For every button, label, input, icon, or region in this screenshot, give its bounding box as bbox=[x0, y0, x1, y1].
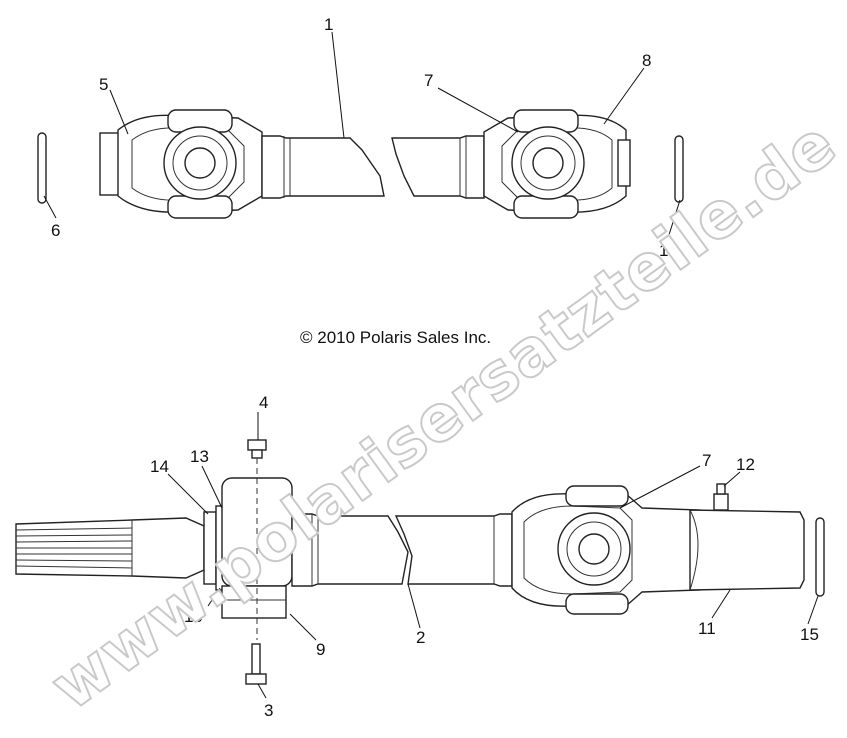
callout-2: 2 bbox=[416, 628, 425, 647]
callout-12: 12 bbox=[736, 455, 755, 474]
callout-4: 4 bbox=[259, 393, 268, 412]
shaft-tube-1 bbox=[261, 135, 485, 199]
u-joint-cross-left bbox=[163, 126, 237, 200]
yoke-8 bbox=[483, 109, 631, 219]
callout-5: 5 bbox=[99, 75, 108, 94]
shaft-tube-2 bbox=[291, 513, 513, 587]
callout-7-top: 7 bbox=[424, 71, 433, 90]
u-joint-cross-right bbox=[511, 126, 585, 200]
snap-ring-15-bottom bbox=[815, 517, 825, 597]
grease-fitting-12 bbox=[713, 483, 729, 511]
callout-11: 11 bbox=[698, 619, 716, 638]
callout-1: 1 bbox=[324, 15, 333, 34]
callout-7-bottom: 7 bbox=[702, 451, 711, 470]
callout-3: 3 bbox=[264, 701, 273, 720]
bottom-driveshaft-assembly bbox=[15, 439, 825, 685]
slip-yoke-11 bbox=[689, 509, 805, 591]
callout-10: 10 bbox=[184, 607, 203, 626]
callout-9: 9 bbox=[316, 640, 325, 659]
bolt-3 bbox=[245, 643, 267, 685]
copyright-text: © 2010 Polaris Sales Inc. bbox=[300, 328, 491, 347]
bolt-4 bbox=[247, 439, 267, 459]
u-joint-cross-bottom bbox=[557, 512, 631, 586]
snap-ring-6 bbox=[37, 132, 47, 204]
callout-13: 13 bbox=[190, 447, 209, 466]
callouts: 1 5 6 7 8 15 4 14 13 7 12 10 9 2 11 15 3 bbox=[51, 15, 819, 720]
callout-6: 6 bbox=[51, 221, 60, 240]
callout-15-bottom: 15 bbox=[800, 625, 819, 644]
callout-8: 8 bbox=[642, 51, 651, 70]
callout-15-top: 15 bbox=[659, 241, 678, 260]
callout-14: 14 bbox=[150, 457, 169, 476]
splined-stub bbox=[15, 517, 205, 579]
leader-lines bbox=[43, 31, 819, 699]
snap-ring-15-top bbox=[674, 135, 684, 203]
top-driveshaft-assembly bbox=[37, 109, 684, 219]
